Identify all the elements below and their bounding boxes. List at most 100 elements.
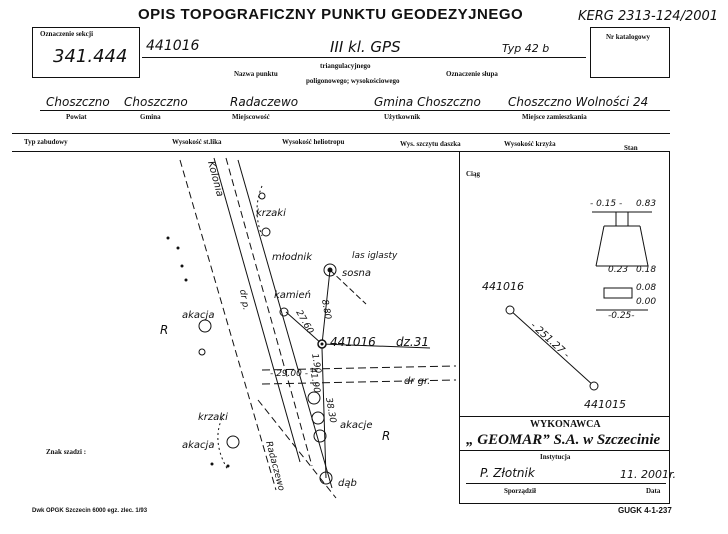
- profile-d2: 0.23: [608, 265, 628, 275]
- kamien-label: kamień: [274, 289, 311, 301]
- krzaki1-label: krzaki: [256, 208, 286, 219]
- profile-d5: 0.00: [636, 297, 656, 307]
- right-panel-edge: [669, 152, 670, 504]
- uzytkownik-value: Gmina Choszczno: [374, 95, 481, 109]
- dist-2900: - 29.00 -: [270, 369, 308, 379]
- network-triangulation: triangulacyjnego: [320, 62, 371, 70]
- dz-label: dz.31: [396, 335, 429, 349]
- dist-880: 8.80: [319, 299, 332, 321]
- road-edge-5: [257, 399, 337, 499]
- point-type: Typ 42 b: [502, 42, 550, 55]
- line-to-sosna: [321, 269, 331, 345]
- contractor-name-rule: [459, 450, 670, 451]
- document-title: OPIS TOPOGRAFICZNY PUNKTU GEODEZYJNEGO: [138, 6, 524, 23]
- gmina-value: Choszczno: [124, 95, 188, 109]
- point-number: 441016: [146, 38, 200, 54]
- contractor-heading: WYKONAWCA: [530, 419, 601, 430]
- line-forest-edge: [329, 269, 367, 305]
- section-label: Oznaczenie sekcji: [40, 30, 94, 38]
- uzytkownik-label: Użytkownik: [384, 113, 421, 121]
- wys-szczytu-label: Wys. szczytu daszka: [400, 140, 461, 148]
- znak-szadzi-label: Znak szadzi :: [46, 448, 87, 456]
- point-underline: [142, 57, 586, 58]
- signature-rule: [466, 483, 666, 484]
- profile-d1: - 0.15 -: [590, 199, 622, 209]
- dist-190: 1.90: [309, 353, 322, 375]
- catalog-box: [590, 27, 670, 78]
- dr-gr-label: dr gr.: [404, 376, 430, 387]
- miejsce-value: Choszczno Wolności 24: [508, 95, 649, 109]
- attributes-bottom-rule: [12, 151, 670, 152]
- ciag-distance: - 251.27 -: [528, 320, 572, 361]
- line-to-kamien: [285, 311, 323, 345]
- road-edge-4: [237, 159, 333, 489]
- line-dz: [321, 343, 431, 349]
- person-name: P. Złotnik: [480, 466, 535, 480]
- dab-label: dąb: [338, 478, 357, 489]
- powiat-label: Powiat: [66, 113, 87, 121]
- institution-label: Instytucja: [540, 453, 571, 461]
- ditch-line: [261, 365, 457, 371]
- R1-label: R: [160, 323, 168, 337]
- section-value: 341.444: [53, 46, 128, 67]
- contractor-bottom-rule: [459, 503, 670, 504]
- ciag-point-a-marker: [505, 305, 515, 315]
- dist-3830: 38.30: [323, 397, 337, 424]
- ciag-label: Ciąg: [466, 170, 480, 178]
- road-edge-3: [225, 157, 313, 467]
- mlodnik-label: młodnik: [272, 252, 313, 263]
- kolonia-label: Kolonia: [205, 160, 225, 198]
- dist-4190: 41.90: [307, 367, 321, 394]
- krzaki2-label: krzaki: [198, 412, 228, 423]
- profile-d4: 0.08: [636, 283, 656, 293]
- network-polygon: poligonowego; wysokościowego: [306, 77, 400, 85]
- R2-label: R: [382, 429, 390, 443]
- point-name-label: Nazwa punktu: [234, 70, 278, 78]
- footer-left: Dwk OPGK Szczecin 6000 egz. zlec. 1/93: [32, 508, 148, 514]
- ciag-point-b: 441015: [584, 398, 626, 411]
- date-label: Data: [646, 487, 661, 495]
- ciag-line: [509, 309, 595, 387]
- profile-d1b: 0.83: [636, 199, 656, 209]
- ciag-point-b-marker: [589, 381, 599, 391]
- attributes-top-rule: [12, 133, 670, 134]
- wys-slika-label: Wysokość st.lika: [172, 138, 222, 146]
- radaczewo-label: Radaczewo: [263, 440, 286, 492]
- stan-label: Stan: [624, 144, 638, 152]
- contractor-name: „ GEOMAR” S.A. w Szczecinie: [466, 432, 661, 448]
- line-to-dab: [321, 347, 327, 479]
- date-value: 11. 2001r.: [620, 468, 676, 481]
- contractor-top-rule: [459, 416, 670, 417]
- ciag-point-a: 441016: [482, 280, 524, 293]
- sosna-label: sosna: [342, 268, 371, 279]
- dist-2760: 27.60: [293, 309, 315, 337]
- dr-p-label: dr p.: [237, 289, 250, 311]
- right-panel-divider: [459, 152, 460, 504]
- road-edge-1: [179, 159, 277, 491]
- miejscowosc-value: Radaczewo: [230, 95, 299, 109]
- profile-d3: 0.18: [636, 265, 656, 275]
- section-box: [32, 27, 140, 78]
- location-underline: [40, 110, 670, 111]
- miejsce-label: Miejsce zamieszkania: [522, 113, 587, 121]
- point-class: III kl. GPS: [330, 38, 401, 56]
- wys-heliotropu-label: Wysokość heliotropu: [282, 138, 345, 146]
- sketch-point-number: 441016: [330, 335, 376, 349]
- gmina-label: Gmina: [140, 113, 161, 121]
- person-label: Sporządził: [504, 487, 536, 495]
- las-label: las iglasty: [352, 251, 398, 261]
- akacja1-label: akacja: [182, 310, 214, 321]
- road-edge-2: [213, 157, 301, 463]
- powiat-value: Choszczno: [46, 95, 110, 109]
- wys-krzyza-label: Wysokość krzyża: [504, 140, 556, 148]
- footer-right: GUGK 4-1-237: [618, 506, 672, 515]
- akacje-label: akacje: [340, 420, 372, 431]
- ditch-line-2: [261, 379, 457, 385]
- catalog-label: Nr katalogowy: [606, 33, 651, 41]
- pillar-label: Oznaczenie słupa: [446, 70, 498, 78]
- profile-d6: -0.25-: [608, 311, 635, 321]
- typ-zabudowy-label: Typ zabudowy: [24, 138, 68, 146]
- akacja2-label: akacja: [182, 440, 214, 451]
- miejscowosc-label: Miejscowość: [232, 113, 270, 121]
